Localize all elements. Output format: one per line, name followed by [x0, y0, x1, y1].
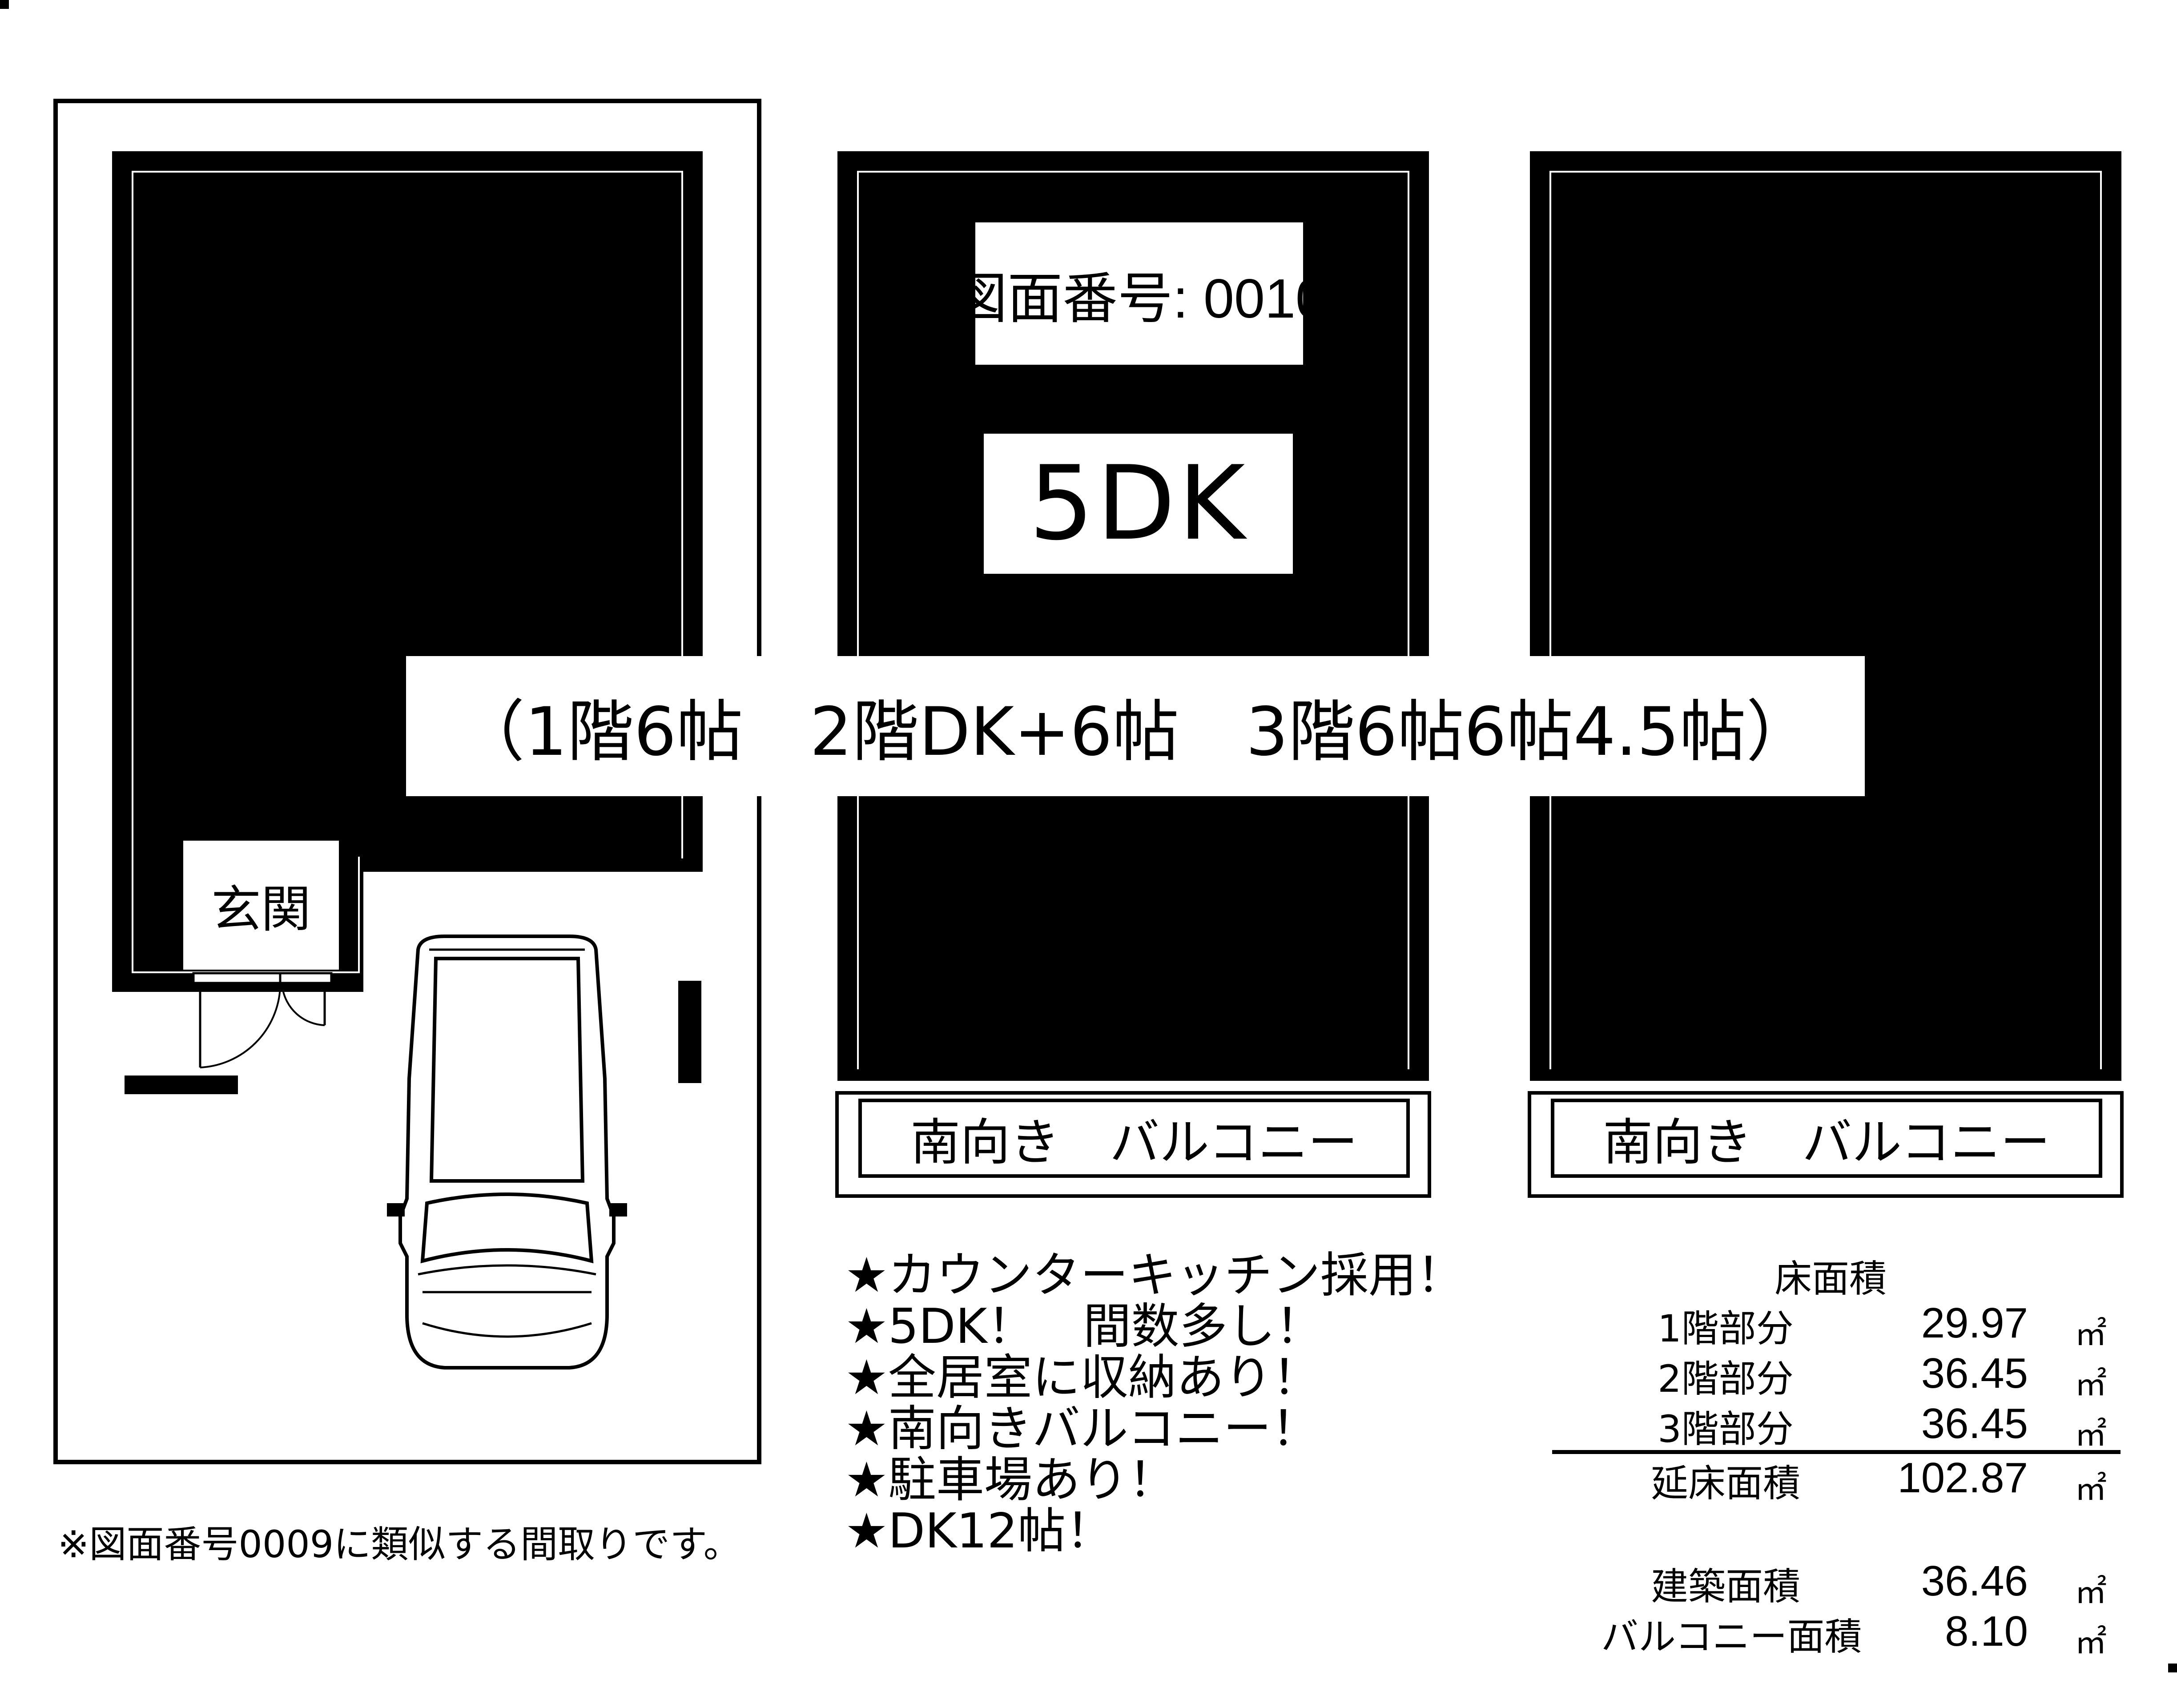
total-divider — [1552, 1450, 2121, 1454]
area-row: 延床面積 102.87 ㎡ — [1601, 1454, 2135, 1507]
feature-item: ★全居室に収納あり！ — [845, 1350, 1320, 1406]
area-row-label: 2階部分 — [1658, 1357, 1794, 1401]
feature-item: ★5DK！ 間数多し！ — [845, 1299, 1324, 1354]
area-row-value: 102.87 — [1897, 1454, 2028, 1502]
similar-plan-note: ※図面番号0009に類似する間取りです。 — [58, 1523, 741, 1566]
feature-item: ★駐車場あり！ — [845, 1452, 1176, 1508]
area-table-title: 床面積 — [1775, 1257, 1887, 1301]
area-row-label: バルコニー面積 — [1601, 1615, 1862, 1659]
layout-type-label: 5DK — [984, 434, 1293, 574]
area-row: バルコニー面積 8.10 ㎡ — [1601, 1607, 2135, 1661]
floor3-balcony-label: 南向き バルコニー — [1551, 1099, 2102, 1178]
entrance-door-icon[interactable] — [187, 970, 338, 1076]
area-row-value: 36.45 — [1921, 1400, 2028, 1447]
corner-mark — [0, 0, 9, 9]
area-row-label: 建築面積 — [1650, 1565, 1800, 1608]
area-row-label: 延床面積 — [1650, 1462, 1800, 1505]
rooms-summary: （1階6帖 2階DK+6帖 3階6帖6帖4.5帖） — [406, 656, 1865, 796]
feature-item: ★DK12帖！ — [845, 1503, 1114, 1559]
area-row-unit: ㎡ — [2075, 1416, 2107, 1453]
drawing-number-label: 図面番号: 0010 — [952, 222, 1326, 365]
area-row-unit: ㎡ — [2075, 1573, 2107, 1611]
area-row-unit: ㎡ — [2075, 1623, 2107, 1661]
entrance-label: 玄関 — [183, 841, 339, 970]
floor2-balcony-label: 南向き バルコニー — [858, 1099, 1410, 1178]
area-row-unit: ㎡ — [2075, 1315, 2107, 1353]
area-row: 3階部分 36.45 ㎡ — [1601, 1399, 2135, 1453]
area-row: 2階部分 36.45 ㎡ — [1601, 1349, 2135, 1403]
corner-mark — [2168, 1664, 2177, 1672]
wall-segment — [125, 1076, 238, 1094]
area-row-value: 36.45 — [1921, 1349, 2028, 1397]
feature-item: ★南向きバルコニー！ — [845, 1401, 1320, 1457]
area-row-label: 3階部分 — [1658, 1407, 1794, 1451]
area-row-label: 1階部分 — [1658, 1307, 1794, 1350]
area-row: 1階部分 29.97 ㎡ — [1601, 1299, 2135, 1353]
area-row-value: 36.46 — [1921, 1557, 2028, 1605]
area-row-value: 8.10 — [1945, 1607, 2028, 1655]
area-row-unit: ㎡ — [2075, 1366, 2107, 1403]
feature-item: ★カウンターキッチン採用！ — [845, 1248, 1465, 1303]
area-row-value: 29.97 — [1921, 1299, 2028, 1347]
area-row: 建築面積 36.46 ㎡ — [1601, 1557, 2135, 1611]
area-row-unit: ㎡ — [2075, 1470, 2107, 1507]
wall-segment — [678, 981, 701, 1083]
car-icon — [387, 935, 627, 1370]
